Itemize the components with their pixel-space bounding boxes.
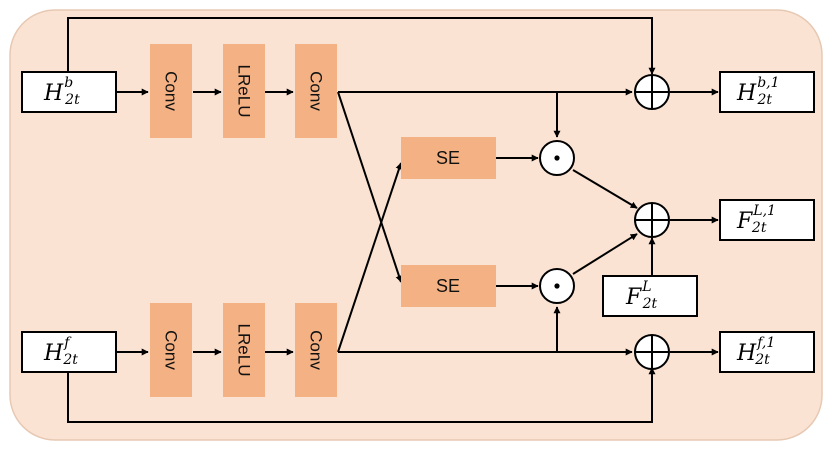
conv-block-top-2: Conv: [295, 44, 337, 138]
multiply-operator-bottom: [539, 268, 575, 304]
arrow-mul-bot-to-add-mid: [572, 233, 638, 275]
lrelu-block-top-label: LReLU: [235, 65, 254, 118]
se-block-top-label: SE: [436, 148, 460, 168]
se-block-top: SE: [401, 137, 496, 179]
conv-block-bottom-2: Conv: [295, 303, 337, 397]
multiply-operator-top: [539, 140, 575, 176]
se-block-bottom-label: SE: [436, 276, 460, 296]
conv-block-bottom-1: Conv: [150, 303, 192, 397]
conv-block-top-2-label: Conv: [307, 71, 326, 111]
add-operator-bottom: [634, 334, 670, 370]
add-operator-middle: [634, 202, 670, 238]
arrow-mul-top-to-add-mid: [572, 169, 638, 209]
background-panel: [9, 9, 823, 441]
conv-block-bottom-1-label: Conv: [162, 330, 181, 370]
conv-block-top-1-label: Conv: [162, 71, 181, 111]
conv-block-top-1: Conv: [150, 44, 192, 138]
add-operator-top: [634, 74, 670, 110]
lrelu-block-bottom-label: LReLU: [235, 324, 254, 377]
skip-line-top: [67, 17, 656, 75]
skip-line-bottom: [67, 367, 656, 423]
cross-bottom-conv-to-se-top: [337, 162, 403, 353]
lrelu-block-bottom: LReLU: [223, 303, 265, 397]
cross-top-conv-to-se-bottom: [337, 91, 403, 283]
connections: [67, 17, 719, 423]
se-block-bottom: SE: [401, 265, 496, 307]
lrelu-block-top: LReLU: [223, 44, 265, 138]
conv-block-bottom-2-label: Conv: [307, 330, 326, 370]
